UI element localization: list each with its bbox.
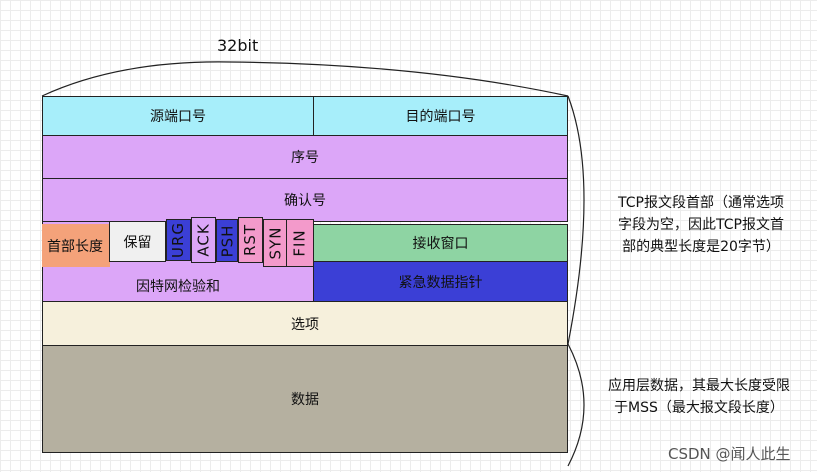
sequence-number-label: 序号	[291, 150, 319, 166]
flag-fin-label: FIN	[291, 229, 309, 257]
header-note: TCP报文段首部（通常选项 字段为空，因此TCP报文首 部的典型长度是20字节）	[596, 192, 806, 258]
flag-fin: FIN	[286, 219, 314, 267]
checksum-label: 因特网检验和	[136, 279, 220, 295]
ack-number-field: 确认号	[42, 178, 568, 222]
source-port-field: 源端口号	[42, 96, 314, 136]
flag-rst-label: RST	[241, 223, 260, 257]
width-label: 32bit	[217, 36, 259, 55]
header-note-line-1: TCP报文段首部（通常选项	[618, 195, 784, 211]
header-length-label: 首部长度	[47, 238, 103, 255]
header-note-line-3: 部的典型长度是20字节）	[622, 239, 780, 255]
flag-psh-label: PSH	[218, 224, 237, 257]
flag-ack: ACK	[191, 217, 216, 263]
data-note-line-2: 于MSS（最大报文段长度）	[614, 400, 784, 416]
ack-number-label: 确认号	[284, 193, 326, 209]
flag-rst: RST	[238, 217, 263, 263]
data-note-line-1: 应用层数据，其最大长度受限	[608, 378, 790, 394]
destination-port-field: 目的端口号	[313, 96, 568, 136]
flag-psh: PSH	[216, 219, 238, 262]
flag-syn-label: SYN	[266, 226, 284, 260]
options-label: 选项	[291, 316, 319, 333]
receive-window-label: 接收窗口	[412, 236, 469, 252]
watermark: CSDN @闻人此生	[668, 445, 791, 463]
data-note: 应用层数据，其最大长度受限 于MSS（最大报文段长度）	[588, 375, 810, 419]
destination-port-label: 目的端口号	[405, 109, 476, 125]
receive-window-field: 接收窗口	[313, 224, 568, 262]
urgent-pointer-field: 紧急数据指针	[313, 261, 568, 302]
data-label: 数据	[291, 392, 319, 408]
options-field: 选项	[42, 301, 568, 346]
data-field: 数据	[42, 345, 568, 453]
flag-syn: SYN	[263, 219, 287, 267]
header-note-line-2: 字段为空，因此TCP报文首	[618, 217, 784, 233]
source-port-label: 源端口号	[150, 109, 206, 125]
reserved-label: 保留	[123, 234, 152, 251]
flag-urg: URG	[166, 219, 191, 261]
header-length-field: 首部长度	[42, 224, 110, 267]
urgent-pointer-label: 紧急数据指针	[398, 274, 483, 291]
flag-ack-label: ACK	[194, 223, 213, 257]
flag-urg-label: URG	[169, 221, 188, 259]
reserved-field: 保留	[109, 221, 166, 262]
sequence-number-field: 序号	[42, 135, 568, 179]
